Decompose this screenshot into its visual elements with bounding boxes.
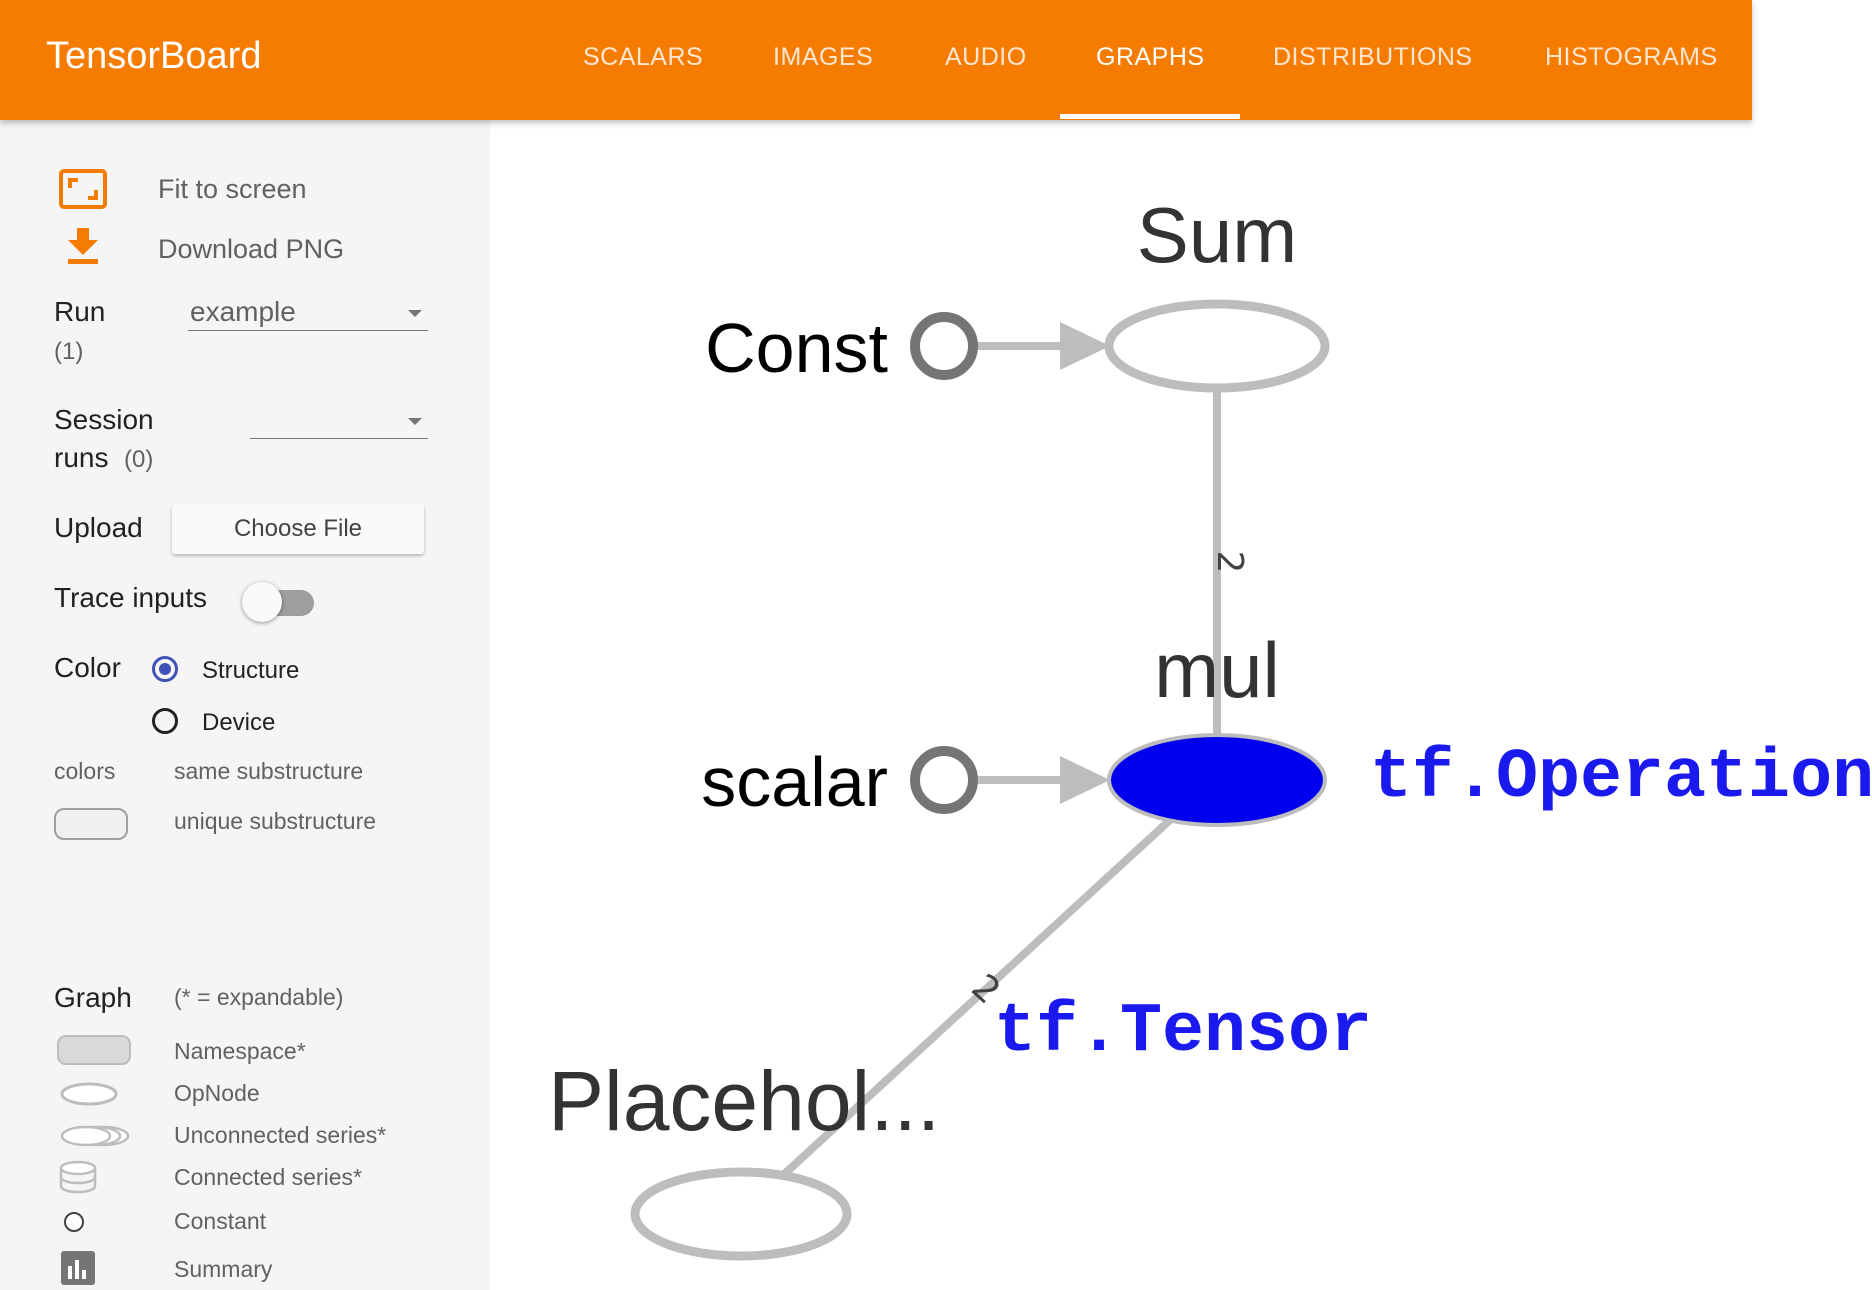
edge-label-mul-to-sum: 2	[1209, 551, 1250, 574]
expandable-note: (* = expandable)	[174, 984, 344, 1010]
unconnected-series-icon	[60, 1125, 130, 1147]
legend-namespace: Namespace*	[174, 1038, 306, 1064]
summary-icon	[61, 1251, 95, 1285]
color-structure-radio[interactable]	[152, 656, 178, 682]
chevron-down-icon	[408, 310, 422, 317]
constant-icon	[64, 1212, 84, 1232]
arrowhead-scalar-to-mul	[1060, 756, 1110, 804]
graph-controls-sidebar: Fit to screen Download PNG Run (1) examp…	[0, 120, 490, 1290]
graph-canvas[interactable]: 2 2 Sum Const mul scalar Placehol... tf.…	[490, 120, 1872, 1290]
session-runs-select[interactable]	[250, 404, 428, 439]
mul-node[interactable]	[1107, 733, 1327, 827]
namespace-icon	[57, 1035, 131, 1065]
tf-tensor-annotation: tf.Tensor	[994, 993, 1372, 1072]
scalar-node-label: scalar	[701, 743, 888, 821]
color-label: Color	[54, 652, 121, 683]
arrowhead-const-to-sum	[1060, 322, 1110, 370]
run-select[interactable]: example	[188, 296, 428, 331]
tab-graphs[interactable]: GRAPHS	[1096, 43, 1205, 71]
legend-connected-series: Connected series*	[174, 1164, 362, 1190]
color-device-radio[interactable]	[152, 708, 178, 734]
choose-file-button[interactable]: Choose File	[172, 504, 424, 554]
tf-operation-annotation: tf.Operation	[1370, 739, 1872, 818]
legend-unconnected-series: Unconnected series*	[174, 1122, 387, 1148]
fit-to-screen-icon[interactable]	[58, 168, 108, 210]
legend-summary: Summary	[174, 1256, 273, 1282]
unique-substructure-swatch	[54, 808, 128, 840]
graph-legend-title: Graph	[54, 982, 132, 1013]
sum-node-label: Sum	[1137, 191, 1297, 279]
placeholder-node-label: Placehol...	[548, 1054, 940, 1148]
sum-node[interactable]	[1104, 299, 1330, 393]
placeholder-node[interactable]	[630, 1167, 852, 1261]
run-count: (1)	[54, 338, 84, 365]
unique-substructure-label: unique substructure	[174, 808, 377, 834]
legend-opnode: OpNode	[174, 1080, 260, 1106]
session-runs-label-2: runs	[54, 442, 109, 473]
same-substructure-label: same substructure	[174, 758, 364, 784]
tab-histograms[interactable]: HISTOGRAMS	[1545, 43, 1718, 71]
mul-node-label: mul	[1154, 626, 1280, 714]
app-title: TensorBoard	[46, 35, 262, 77]
tab-distributions[interactable]: DISTRIBUTIONS	[1273, 43, 1473, 71]
tab-images[interactable]: IMAGES	[773, 43, 874, 71]
connected-series-icon	[59, 1160, 97, 1194]
colors-label: colors	[54, 758, 116, 784]
color-device-label[interactable]: Device	[202, 709, 276, 736]
chevron-down-icon	[408, 418, 422, 425]
download-png-button[interactable]: Download PNG	[158, 234, 345, 264]
run-select-value: example	[190, 296, 296, 327]
const-node[interactable]	[910, 312, 978, 380]
color-structure-label[interactable]: Structure	[202, 657, 300, 684]
active-tab-indicator	[1060, 114, 1240, 119]
download-icon[interactable]	[66, 226, 100, 266]
session-runs-count: (0)	[124, 446, 154, 473]
opnode-icon	[60, 1082, 118, 1106]
fit-to-screen-button[interactable]: Fit to screen	[158, 174, 307, 204]
session-runs-label: Session	[54, 404, 154, 435]
const-node-label: Const	[705, 309, 888, 387]
scalar-node[interactable]	[910, 746, 978, 814]
trace-inputs-toggle-knob[interactable]	[242, 582, 282, 622]
upload-label: Upload	[54, 512, 143, 543]
edge-placeholder-to-mul	[777, 817, 1173, 1181]
tab-audio[interactable]: AUDIO	[945, 43, 1027, 71]
tab-scalars[interactable]: SCALARS	[583, 43, 704, 71]
top-app-bar: TensorBoard SCALARS IMAGES AUDIO GRAPHS …	[0, 0, 1752, 120]
legend-constant: Constant	[174, 1208, 267, 1234]
trace-inputs-label: Trace inputs	[54, 582, 208, 613]
run-label: Run	[54, 296, 106, 327]
